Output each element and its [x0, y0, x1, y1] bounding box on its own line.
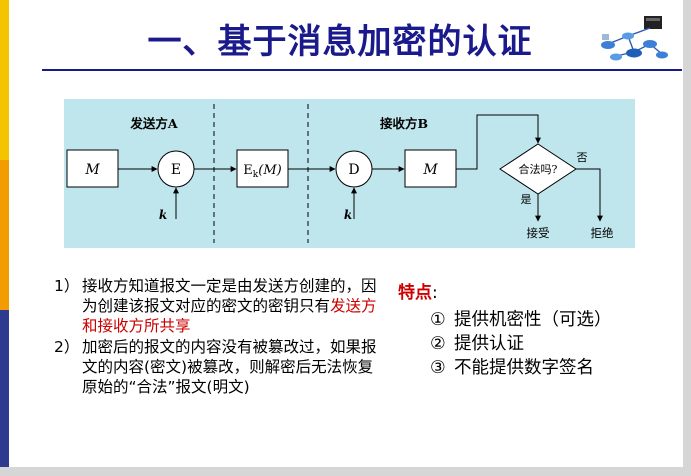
key-label-decrypt: k: [344, 208, 352, 222]
features-heading: 特点:: [398, 283, 438, 303]
note-highlight-1: 发送方和接收方所共享: [82, 297, 377, 335]
feature-text: 不能提供数字签名: [454, 358, 594, 378]
note-text-1: 接收方知道报文一定是由发送方创建的，因为创建该报文对应的密文的密钥只有: [82, 277, 377, 315]
feature-text: 提供认证: [454, 334, 524, 354]
message-encryption-diagram: 发送方A 接收方B M E Ek(M) D M 合法吗? k k 是 否 接受 …: [64, 99, 635, 248]
receiver-label: 接收方B: [380, 116, 428, 131]
network-logo-icon: [601, 16, 668, 61]
feature-item: ③ 不能提供数字签名: [430, 356, 678, 380]
features-list: ① 提供机密性（可选） ② 提供认证 ③ 不能提供数字签名: [430, 308, 678, 380]
feature-text: 提供机密性（可选）: [454, 310, 612, 330]
ciphertext-box: [236, 149, 289, 188]
no-label: 否: [577, 151, 588, 164]
message-box-label: M: [84, 162, 100, 178]
note-item-1: 1） 接收方知道报文一定是由发送方创建的，因为创建该报文对应的密文的密钥只有发送…: [48, 276, 383, 336]
feature-item: ② 提供认证: [430, 332, 678, 356]
feature-item: ① 提供机密性（可选）: [430, 308, 678, 332]
features-block: 特点: ① 提供机密性（可选） ② 提供认证 ③ 不能提供数字签名: [398, 282, 678, 380]
reject-label: 拒绝: [591, 226, 614, 240]
output-message-box: [404, 149, 457, 188]
accent-segment-orange: [0, 160, 9, 310]
accept-label: 接受: [527, 226, 550, 240]
sender-label: 发送方A: [129, 116, 178, 131]
arrow-no-to-reject: [576, 168, 603, 222]
accent-segment-blue: [0, 310, 9, 476]
ciphertext-label: Ek(M): [243, 163, 281, 180]
left-accent-bar: [0, 0, 9, 476]
note-item-2: 2） 加密后的报文的内容没有被篡改过，如果报文的内容(密文)被篡改，则解密后无法…: [48, 337, 383, 397]
notes-block: 1） 接收方知道报文一定是由发送方创建的，因为创建该报文对应的密文的密钥只有发送…: [48, 276, 383, 398]
frame-right-border: [683, 0, 691, 476]
yes-label: 是: [521, 193, 532, 206]
key-label-encrypt: k: [159, 208, 167, 222]
note-number-1: 1）: [54, 277, 80, 295]
arrow-m-to-decision: [456, 114, 541, 170]
feature-mark: ①: [430, 310, 446, 330]
feature-mark: ③: [430, 358, 446, 378]
decision-label: 合法吗?: [519, 162, 558, 176]
title-underline: [42, 69, 682, 71]
decrypt-node-label: D: [348, 162, 359, 178]
frame-bottom-border: [0, 467, 691, 476]
accent-segment-yellow: [0, 0, 9, 160]
output-message-label: M: [422, 162, 438, 178]
note-text-2: 加密后的报文的内容没有被篡改过，如果报文的内容(密文)被篡改，则解密后无法恢复原…: [82, 338, 377, 396]
encrypt-node-label: E: [171, 162, 181, 178]
feature-mark: ②: [430, 334, 446, 354]
slide-title: 一、基于消息加密的认证: [147, 22, 533, 62]
note-number-2: 2）: [54, 338, 80, 356]
